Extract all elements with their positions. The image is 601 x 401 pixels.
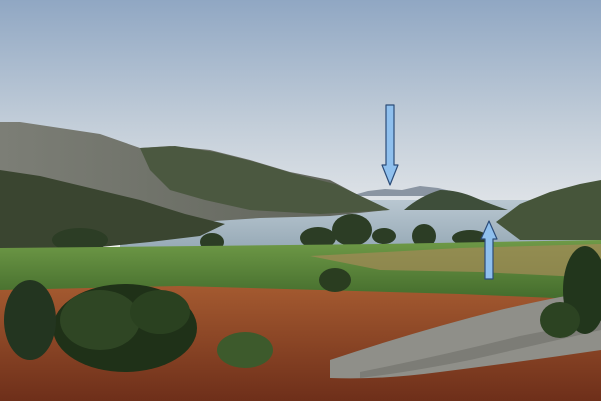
foreground-bushes [4,246,601,372]
small-island [404,190,508,210]
right-hillside [496,180,601,240]
gravel-road [330,290,601,379]
dry-field-strip [310,244,601,278]
down-arrow-icon [381,104,399,186]
shoreline-trees [52,214,488,252]
mountain-slope-green [140,146,390,214]
up-arrow-icon [480,220,498,280]
gravel-road-shadow [360,322,601,378]
foreground-ridge [0,170,225,252]
